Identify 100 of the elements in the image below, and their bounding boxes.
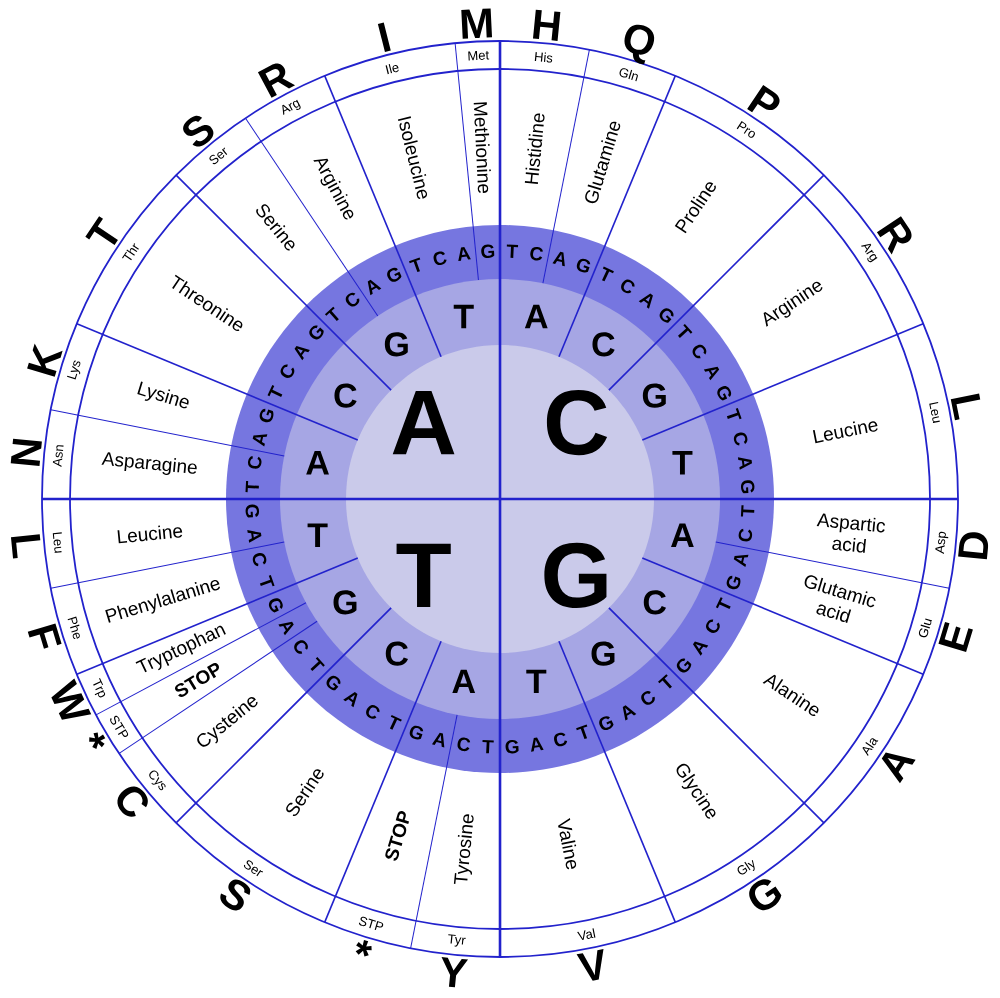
one-letter-code: S: [183, 115, 214, 147]
base-letter: G: [642, 383, 666, 408]
base-letter: G: [384, 332, 408, 357]
base-letter: G: [387, 267, 402, 282]
base-letter: T: [658, 674, 672, 689]
one-letter-code: R: [876, 216, 912, 255]
one-letter-code: K: [27, 343, 63, 377]
base-letter: A: [247, 530, 262, 543]
base-letter: A: [252, 434, 268, 447]
base-letter: G: [268, 598, 283, 613]
base-letter: C: [621, 279, 635, 294]
amino-acid-name: Aspartic acid: [816, 513, 886, 553]
base-letter: T: [307, 523, 328, 547]
base-letter: T: [267, 385, 283, 397]
base-letter: A: [524, 304, 548, 329]
one-letter-code: V: [576, 949, 604, 981]
base-letter: A: [703, 366, 720, 381]
base-letter: C: [530, 247, 543, 261]
base-letter: G: [576, 258, 591, 273]
one-letter-code: S: [220, 879, 251, 911]
base-letter: C: [457, 737, 471, 752]
base-letter: A: [692, 641, 709, 656]
base-letter: G: [591, 641, 615, 666]
amino-acid-name: STOP: [385, 810, 410, 861]
base-letter: T: [678, 323, 693, 338]
one-letter-code: G: [749, 879, 782, 911]
base-letter: A: [294, 346, 310, 361]
base-letter: G: [409, 725, 424, 740]
base-letter: C: [248, 456, 262, 469]
base-letter: C: [592, 332, 615, 357]
base-letter: A: [733, 554, 749, 568]
base-letter: C: [294, 640, 308, 654]
amino-acid-name: Leucine: [117, 525, 183, 544]
one-letter-code: I: [377, 22, 391, 52]
one-letter-code: A: [881, 752, 916, 784]
base-letter: C: [641, 691, 655, 705]
one-letter-code: T: [85, 216, 118, 246]
amino-acid-name: Methionine: [473, 102, 491, 194]
one-letter-code: P: [747, 85, 780, 113]
base-letter: T: [602, 266, 614, 282]
base-letter: C: [546, 390, 608, 456]
base-letter: A: [452, 669, 476, 694]
base-letter: G: [717, 386, 732, 401]
one-letter-code: Q: [624, 24, 655, 65]
one-letter-code: *: [89, 732, 106, 749]
amino-acid-name: Leucine: [812, 421, 878, 444]
base-letter: G: [481, 244, 495, 258]
base-letter: A: [278, 621, 294, 636]
amino-acid-name: Valine: [558, 817, 577, 870]
one-letter-code: M: [461, 8, 493, 39]
base-letter: A: [622, 705, 637, 721]
base-letter: T: [715, 597, 731, 610]
one-letter-code: E: [938, 621, 973, 653]
base-letter: G: [659, 308, 674, 323]
base-letter: C: [738, 528, 753, 542]
one-letter-code: W: [51, 678, 92, 720]
base-letter: G: [676, 658, 692, 673]
base-letter: C: [345, 292, 360, 307]
base-letter: A: [552, 251, 565, 267]
base-letter: T: [672, 451, 693, 475]
one-letter-code: L: [10, 534, 41, 559]
base-letter: C: [252, 553, 267, 567]
one-letter-code: R: [257, 63, 296, 98]
base-letter: G: [333, 590, 357, 615]
amino-acid-name: Lysine: [137, 381, 189, 409]
base-letter: T: [396, 543, 451, 607]
base-letter: A: [306, 451, 329, 475]
base-letter: A: [343, 691, 358, 708]
one-letter-code: H: [533, 9, 561, 41]
base-letter: C: [692, 344, 707, 359]
base-letter: T: [259, 575, 275, 587]
base-letter: T: [324, 306, 339, 321]
base-letter: T: [389, 714, 402, 730]
base-letter: A: [737, 457, 753, 470]
base-letter: T: [245, 480, 259, 493]
base-letter: G: [309, 325, 324, 340]
one-letter-code: L: [950, 393, 981, 421]
one-letter-code: Y: [441, 957, 469, 988]
base-letter: G: [259, 408, 274, 423]
base-letter: T: [453, 304, 474, 329]
base-letter: A: [531, 737, 544, 752]
one-letter-code: N: [10, 438, 42, 466]
amino-acid-name: Histidine: [524, 113, 545, 185]
base-letter: G: [726, 575, 741, 590]
base-letter: T: [726, 408, 742, 420]
amino-acid-name: Isoleucine: [397, 116, 428, 200]
base-letter: C: [554, 732, 568, 747]
base-letter: T: [506, 244, 519, 258]
base-letter: C: [280, 364, 295, 378]
base-letter: A: [367, 279, 382, 296]
base-letter: C: [706, 619, 720, 633]
one-letter-code: C: [117, 786, 148, 817]
base-letter: T: [576, 724, 588, 740]
base-letter: A: [432, 732, 445, 748]
base-letter: A: [458, 246, 471, 262]
base-letter: C: [366, 705, 380, 719]
base-letter: G: [544, 542, 607, 608]
base-letter: A: [638, 293, 653, 309]
base-letter: C: [733, 432, 748, 446]
base-letter: T: [740, 505, 755, 517]
